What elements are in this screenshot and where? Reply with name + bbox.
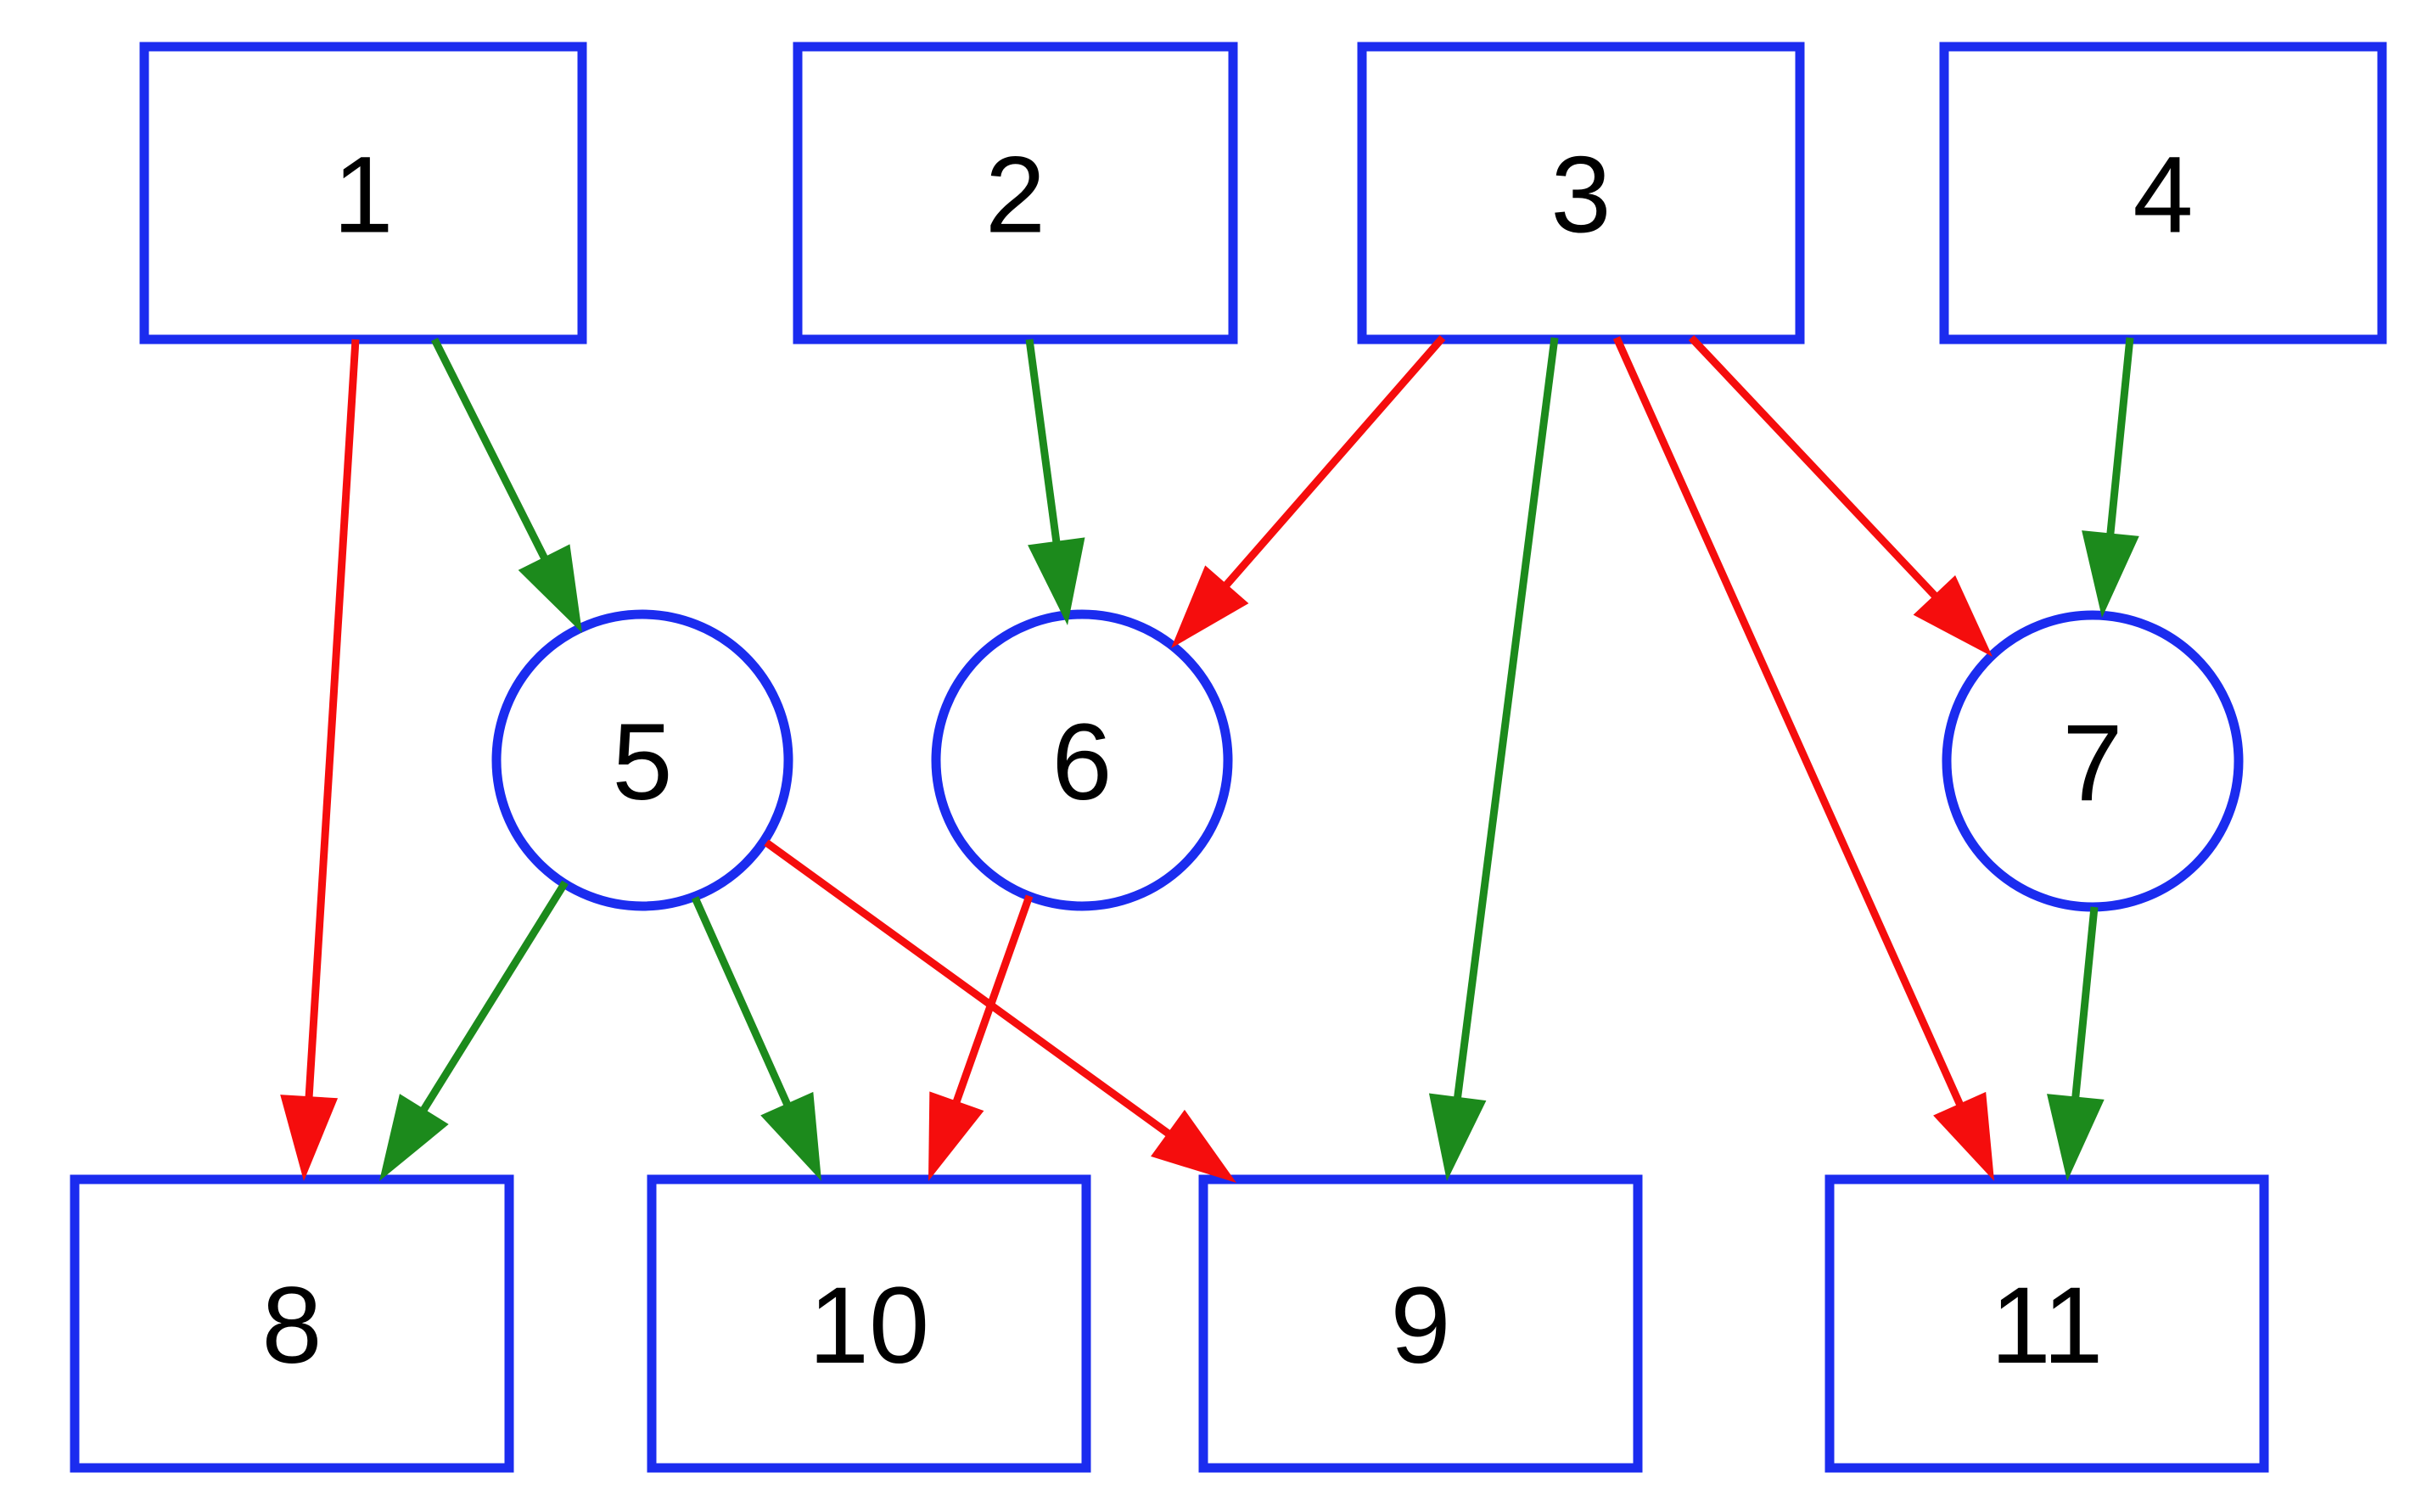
edge-5-10-shaft (691, 896, 797, 1119)
node-8-box (70, 1174, 514, 1473)
node-8-label: 8 (261, 1265, 322, 1386)
edge-3-9-green (1428, 337, 1559, 1181)
edge-3-9-shaft (1451, 337, 1559, 1113)
edge-1-8-red (280, 339, 360, 1181)
node-11: 11 (1824, 1174, 2269, 1473)
edge-4-7-green (2082, 337, 2139, 618)
node-10: 10 (647, 1174, 1091, 1473)
node-3-label: 3 (1550, 135, 1611, 256)
node-5-label: 5 (612, 702, 672, 823)
edge-3-7-red (1688, 334, 1993, 657)
node-9: 9 (1198, 1174, 1643, 1473)
edge-1-8-shaft (304, 339, 360, 1112)
arrowhead-5-10-icon (760, 1091, 821, 1181)
node-3: 3 (1357, 42, 1805, 344)
node-1: 1 (139, 42, 587, 344)
arrowhead-7-11-icon (2047, 1094, 2105, 1181)
node-4: 4 (1939, 42, 2387, 344)
node-6-label: 6 (1051, 702, 1112, 823)
node-2: 2 (793, 42, 1238, 344)
node-7: 7 (1942, 610, 2244, 912)
node-9-box (1198, 1174, 1643, 1473)
edge-3-7-shaft (1688, 334, 1948, 609)
edge-5-9-red (764, 839, 1236, 1183)
arrowhead-3-11-icon (1933, 1091, 1994, 1181)
arrowhead-4-7-icon (2082, 530, 2139, 618)
edge-7-11-green (2047, 906, 2105, 1181)
node-5: 5 (491, 609, 793, 911)
node-5-circle (491, 609, 793, 911)
edge-6-10-red (928, 894, 1034, 1181)
edge-5-8-green (379, 880, 569, 1181)
arrowhead-5-8-icon (379, 1094, 449, 1181)
edge-3-6-red (1171, 335, 1446, 648)
node-2-box (793, 42, 1238, 344)
arrowhead-1-8-icon (280, 1095, 339, 1181)
arrowhead-3-7-icon (1913, 574, 1993, 657)
edge-5-9-shaft (764, 839, 1183, 1145)
node-11-box (1824, 1174, 2269, 1473)
node-7-label: 7 (2062, 703, 2122, 824)
arrowhead-3-9-icon (1428, 1093, 1487, 1181)
node-10-label: 10 (809, 1265, 929, 1386)
node-4-box (1939, 42, 2387, 344)
edge-6-10-shaft (948, 894, 1034, 1117)
node-1-box (139, 42, 587, 344)
edge-5-8-shaft (412, 880, 569, 1124)
node-3-box (1357, 42, 1805, 344)
arrowhead-1-5-icon (518, 544, 582, 633)
edge-5-10-green (691, 896, 821, 1181)
edge-1-5-green (430, 337, 582, 633)
node-6-circle (931, 609, 1233, 911)
edge-2-6-shaft (1025, 339, 1062, 557)
arrowhead-5-9-icon (1151, 1109, 1236, 1183)
node-1-label: 1 (333, 135, 393, 256)
edge-7-11-shaft (2070, 906, 2099, 1112)
edge-1-5-shaft (430, 337, 555, 573)
edge-3-11-red (1612, 336, 1994, 1181)
arrowhead-3-6-icon (1171, 565, 1249, 648)
node-10-box (647, 1174, 1091, 1473)
arrowhead-2-6-icon (1028, 537, 1085, 625)
node-9-label: 9 (1390, 1265, 1450, 1386)
node-8: 8 (70, 1174, 514, 1473)
edge-3-11-shaft (1612, 336, 1970, 1119)
node-4-label: 4 (2133, 135, 2193, 256)
edge-4-7-shaft (2105, 337, 2134, 549)
node-11-label: 11 (1991, 1265, 2104, 1386)
node-2-label: 2 (985, 135, 1045, 256)
edge-3-6-shaft (1214, 335, 1446, 599)
node-6: 6 (931, 609, 1233, 911)
edge-2-6-green (1025, 339, 1085, 625)
arrowhead-6-10-icon (928, 1091, 984, 1181)
